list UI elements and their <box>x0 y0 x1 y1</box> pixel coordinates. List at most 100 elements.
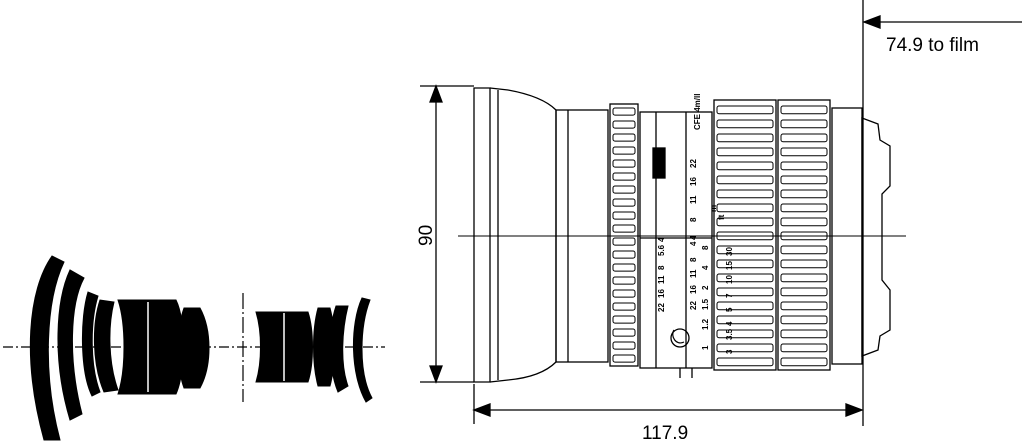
grip2-rib-11 <box>780 259 828 269</box>
dof-value: 22 <box>689 301 698 310</box>
distance-scale: CFE 4m/ll m ft <box>693 94 726 220</box>
lens-element-6 <box>177 307 210 389</box>
distance-ft-large-value: 3.5 <box>725 328 734 340</box>
grip2-rib-8 <box>780 217 828 227</box>
grip2-rib-6 <box>780 189 828 199</box>
aperture-value: 22 <box>657 303 666 312</box>
grip1-rib-7 <box>716 203 774 213</box>
distance-ft-value: 8 <box>701 245 710 250</box>
zoom-ring-tooth-18 <box>612 341 636 350</box>
length-arrow-left <box>472 403 491 417</box>
grip1-rib-4 <box>716 161 774 171</box>
lens-mount <box>861 117 891 357</box>
lens-element-2 <box>57 269 85 421</box>
zoom-ring-tooth-10 <box>612 237 636 246</box>
distance-ft-large-value: 10 <box>725 275 734 284</box>
grip1-rib-17 <box>716 343 774 353</box>
grip2-rib-1 <box>780 119 828 129</box>
distance-ft-value: 1 <box>701 345 710 350</box>
lens-element-4 <box>93 299 119 393</box>
grip2-rib-15 <box>780 315 828 325</box>
aperture-value: 16 <box>657 289 666 298</box>
zoom-ring-tooth-9 <box>612 224 636 233</box>
grip1-rib-15 <box>716 315 774 325</box>
dimension-lines <box>420 0 1022 426</box>
flange-distance-label: 74.9 to film <box>886 35 979 56</box>
grip1-rib-10 <box>716 245 774 255</box>
zoom-ring-tooth-16 <box>612 315 636 324</box>
unit-ft-label: ft <box>717 214 726 220</box>
unit-m-label: m <box>709 205 718 212</box>
grip1-rib-12 <box>716 273 774 283</box>
zoom-ring-tooth-17 <box>612 328 636 337</box>
zoom-ring-tooth-0 <box>612 107 636 116</box>
lens-element-3 <box>81 291 101 397</box>
distance-m-value: 4 <box>689 235 698 240</box>
grip2-rib-3 <box>780 147 828 157</box>
zoom-ring-tooth-5 <box>612 172 636 181</box>
diameter-arrow-bottom <box>429 365 443 384</box>
lens-hood <box>473 87 491 383</box>
dof-value: 11 <box>689 269 698 278</box>
grip1-rib-0 <box>716 105 774 115</box>
zoom-ring-tooth-3 <box>612 146 636 155</box>
grip1-rib-6 <box>716 189 774 199</box>
lens-element-10 <box>352 297 373 403</box>
zoom-ring-tooth-11 <box>612 250 636 259</box>
zoom-ring-tooth-7 <box>612 198 636 207</box>
grip1-rib-18 <box>716 357 774 367</box>
lens-barrel <box>473 87 891 383</box>
grip2-rib-0 <box>780 105 828 115</box>
grip1-rib-2 <box>716 133 774 143</box>
zoom-ring-tooth-8 <box>612 211 636 220</box>
distance-ft-large-value: 15 <box>725 261 734 270</box>
aperture-value: 5.6 <box>657 244 666 256</box>
distance-ft-value: 1.5 <box>701 298 710 310</box>
diameter-arrow-top <box>429 84 443 103</box>
lens-element-5 <box>117 299 184 395</box>
grip1-rib-16 <box>716 329 774 339</box>
diameter-label: 90 <box>416 225 437 246</box>
dof-value: 16 <box>689 285 698 294</box>
lens-element-9 <box>329 305 349 393</box>
grip2-rib-14 <box>780 301 828 311</box>
grip-ring-2 <box>777 99 831 371</box>
zoom-ring-tooth-15 <box>612 302 636 311</box>
aperture-value: 4 <box>657 237 666 242</box>
dof-value: 8 <box>689 257 698 262</box>
distance-ft-value: 4 <box>701 265 710 270</box>
grip1-rib-8 <box>716 217 774 227</box>
distance-top-label: CFE 4m/ll <box>693 94 702 130</box>
length-label: 117.9 <box>642 423 688 443</box>
grip2-rib-16 <box>780 329 828 339</box>
aperture-value: 8 <box>657 265 666 270</box>
zoom-ring-tooth-1 <box>612 120 636 129</box>
dof-value: 4 <box>689 241 698 246</box>
zoom-ring-tooth-4 <box>612 159 636 168</box>
optical-diagram <box>3 255 385 441</box>
distance-m-value: 16 <box>689 177 698 186</box>
distance-ft-large-value: 30 <box>725 247 734 256</box>
distance-ft-large-value: 5 <box>725 307 734 312</box>
grip2-rib-10 <box>780 245 828 255</box>
grip2-rib-17 <box>780 343 828 353</box>
distance-ft-value: 1.2 <box>701 318 710 330</box>
zoom-ring-tooth-13 <box>612 276 636 285</box>
grip1-rib-3 <box>716 147 774 157</box>
flange-arrowhead <box>862 15 881 29</box>
distance-ft-large-value: 4 <box>725 321 734 326</box>
grip2-rib-18 <box>780 357 828 367</box>
grip1-rib-5 <box>716 175 774 185</box>
zoom-ring-tooth-2 <box>612 133 636 142</box>
distance-m-value: 22 <box>689 159 698 168</box>
zoom-ring-tooth-12 <box>612 263 636 272</box>
grip2-rib-2 <box>780 133 828 143</box>
grip1-rib-14 <box>716 301 774 311</box>
grip2-rib-7 <box>780 203 828 213</box>
distance-m-value: 11 <box>689 195 698 204</box>
scale-markings: 221611848421.51.213015107543.5322161185.… <box>657 159 734 354</box>
distance-ft-large-value: 3 <box>725 349 734 354</box>
grip2-rib-5 <box>780 175 828 185</box>
grip1-rib-11 <box>716 259 774 269</box>
aperture-value: 11 <box>657 275 666 284</box>
